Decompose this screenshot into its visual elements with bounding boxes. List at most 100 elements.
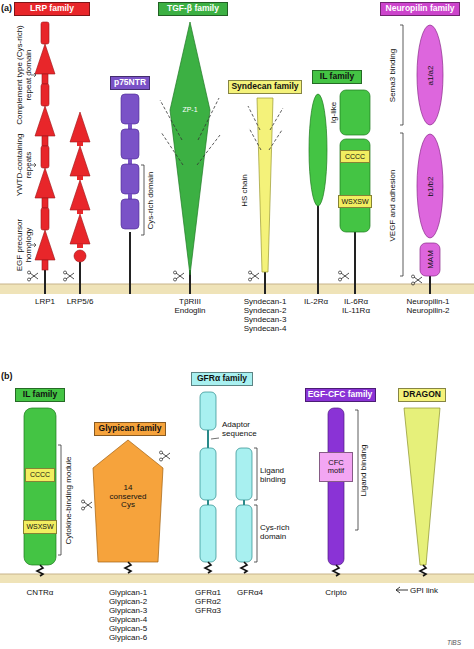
- protein-name: GFRα1: [192, 588, 224, 597]
- scissors-handle: [339, 271, 342, 274]
- scissors-blade: [84, 502, 92, 508]
- domain-bracket: [141, 165, 144, 235]
- glypican-core: [93, 440, 163, 562]
- egf-repeat: [42, 74, 48, 84]
- protein-drawing: [0, 22, 474, 593]
- protein-name: TiBS: [447, 638, 471, 647]
- domain-bracket: [254, 448, 257, 500]
- node-text: p75NTR: [114, 78, 146, 87]
- scissors-blade: [30, 273, 38, 279]
- scissors-blade: [341, 273, 349, 279]
- family-header: GFRα family: [191, 372, 253, 386]
- scissors-blade: [84, 502, 92, 508]
- leader-line: [211, 438, 219, 439]
- hs-chain: [269, 130, 282, 150]
- protein-name: Ligand binding: [260, 466, 308, 484]
- gpi-anchor: [241, 562, 247, 573]
- domain-label: VEGF and adhesion: [388, 135, 397, 275]
- complement-repeat: [41, 22, 49, 44]
- complement-repeat: [41, 84, 49, 106]
- protein-name: GFRα2: [192, 597, 224, 606]
- protein-name: GFRα3: [192, 606, 224, 615]
- gpi-anchor: [205, 562, 211, 573]
- node-text: Neuropilin family: [386, 4, 455, 13]
- scissors-symbol: [339, 271, 350, 281]
- transmembrane-stem: [79, 262, 81, 294]
- scissors-handle: [160, 458, 163, 461]
- cys-rich-repeat: [121, 94, 139, 124]
- motif-box: WSXSW: [338, 195, 372, 208]
- gpi-anchor: [125, 562, 131, 573]
- node-text: GFRα family: [197, 374, 247, 383]
- gpi-anchor: [37, 565, 43, 576]
- cntr-ectodomain: [24, 408, 56, 565]
- protein-name: Cripto: [318, 588, 354, 597]
- motif-box: CCCC: [340, 150, 370, 163]
- scissors-blade: [341, 273, 349, 279]
- node-text: CCCC: [345, 153, 365, 161]
- scissors-handle: [412, 275, 415, 278]
- domain-label: Cytokine-binding module: [64, 440, 73, 560]
- scissors-blade: [414, 277, 422, 283]
- gag-chain: [161, 132, 183, 165]
- domain-bracket: [400, 133, 403, 276]
- cytokine-binding-module: [340, 139, 370, 232]
- family-header: Glypican family: [94, 422, 166, 436]
- cys-rich-repeat: [121, 129, 139, 159]
- scissors-handle: [160, 451, 163, 454]
- gfr-domain: [236, 505, 252, 562]
- gag-chain: [197, 135, 220, 165]
- hs-chain: [249, 128, 261, 150]
- gag-chain: [160, 100, 182, 140]
- gag-chain: [198, 98, 219, 140]
- ywtd-repeat: [70, 112, 90, 142]
- protein-name: Syndecan-4: [238, 324, 292, 333]
- scissors-handle: [174, 278, 177, 281]
- ywtd-repeat: [35, 44, 55, 74]
- domain-label: HS chain: [240, 170, 249, 210]
- motif-box: WSXSW: [23, 520, 57, 534]
- panel-letter: (a): [1, 4, 15, 13]
- node-text: CFC motif: [320, 459, 352, 476]
- syndecan-ectodomain: [257, 98, 273, 272]
- scissors-blade: [251, 273, 259, 279]
- adaptor-linker: [207, 430, 209, 448]
- protein-name: Glypican-6: [102, 633, 154, 642]
- gpi-anchor: [420, 565, 426, 576]
- family-header: TGF-β family: [158, 2, 228, 16]
- protein-name: Glypican-2: [102, 597, 154, 606]
- protein-name: Glypican-1: [102, 588, 154, 597]
- transmembrane-stem: [44, 268, 46, 294]
- family-header: LRP family: [14, 2, 90, 16]
- domain-label-box: ZP-1: [179, 104, 201, 116]
- node-text: Glypican family: [99, 424, 162, 433]
- linker: [207, 500, 209, 505]
- protein-name: Syndecan-3: [238, 315, 292, 324]
- node-text: EGF-CFC family: [308, 390, 373, 399]
- mam-domain: [420, 243, 440, 276]
- dragon-body: [404, 408, 440, 565]
- protein-name: IL-6Rα: [338, 297, 374, 306]
- ldl-repeat: [74, 250, 86, 262]
- ywtd-repeat: [35, 168, 55, 198]
- membrane-edge: [0, 574, 474, 575]
- domain-label: Ligand binding: [359, 425, 368, 515]
- betaglycan-ectodomain: [170, 22, 210, 275]
- family-header: IL family: [15, 388, 65, 402]
- domain-label: Cys-rich domain: [146, 164, 155, 236]
- family-header: Syndecan family: [228, 80, 302, 94]
- scissors-handle: [28, 271, 31, 274]
- node-text: ZP-1: [182, 106, 197, 114]
- protein-name: LRP5/6: [60, 297, 100, 306]
- domain-bracket: [58, 445, 61, 555]
- linker: [128, 194, 132, 199]
- scissors-handle: [82, 500, 85, 503]
- protein-name: GPI link: [410, 586, 454, 595]
- scissors-handle: [82, 507, 85, 510]
- node-text: WSXSW: [26, 523, 53, 531]
- motif-box: CFC motif: [319, 452, 353, 482]
- family-header: p75NTR: [110, 76, 150, 90]
- scissors-symbol: [82, 500, 93, 510]
- domain-label: MAM: [426, 244, 435, 274]
